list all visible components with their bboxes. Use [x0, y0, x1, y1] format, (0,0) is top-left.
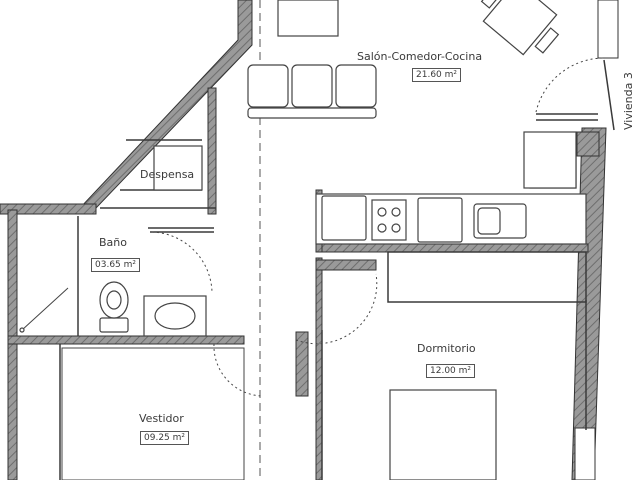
wall-right-exterior: [571, 127, 607, 480]
door-arc-vestidor: [213, 343, 263, 397]
coffee-table: [277, 0, 339, 37]
window-bottom-right: [574, 427, 596, 480]
wall-left-vestidor: [7, 343, 18, 480]
fridge-back: [523, 131, 577, 189]
kitchen: [315, 131, 587, 245]
bed: [389, 389, 497, 480]
door-arcs: [151, 57, 605, 397]
closet: [61, 347, 245, 480]
bano-name: Baño: [99, 236, 127, 249]
pillar-2: [295, 331, 309, 397]
dormitorio-area: 12.00 m²: [426, 364, 476, 378]
salon-area: 21.60 m²: [412, 68, 462, 82]
adjacent-unit-label: Vivienda 3: [622, 72, 635, 130]
wall-bano-vestidor: [7, 335, 245, 345]
wall-top-left: [0, 203, 97, 215]
wall-despensa: [207, 87, 217, 215]
dishwasher: [417, 197, 463, 243]
window-top-right: [597, 0, 619, 59]
vestidor-area: 09.25 m²: [140, 431, 190, 445]
wall-dorm-left: [315, 257, 323, 480]
bano-area: 03.65 m²: [91, 258, 141, 272]
oven: [321, 195, 367, 241]
wall-kitchen-bottom: [315, 243, 589, 253]
interior-lines: [59, 59, 615, 480]
door-arc-dormitorio: [295, 273, 378, 345]
pillar-1: [576, 131, 600, 157]
salon-name: Salón-Comedor-Cocina: [357, 50, 483, 63]
dormitorio-name: Dormitorio: [417, 342, 476, 355]
bathroom: [19, 281, 207, 337]
wall-hall: [315, 259, 377, 271]
door-arc-entrance: [535, 57, 605, 113]
despensa-shelf: [153, 145, 203, 191]
wall-left-bath: [7, 209, 18, 339]
toilet-tank: [99, 317, 129, 333]
shower-line: [21, 287, 69, 331]
cooktop: [371, 199, 407, 241]
dining-table: [480, 0, 560, 56]
vestidor-name: Vestidor: [139, 412, 184, 425]
sofa: [247, 64, 377, 119]
door-arc-bano: [151, 231, 213, 293]
despensa-name: Despensa: [140, 168, 195, 181]
